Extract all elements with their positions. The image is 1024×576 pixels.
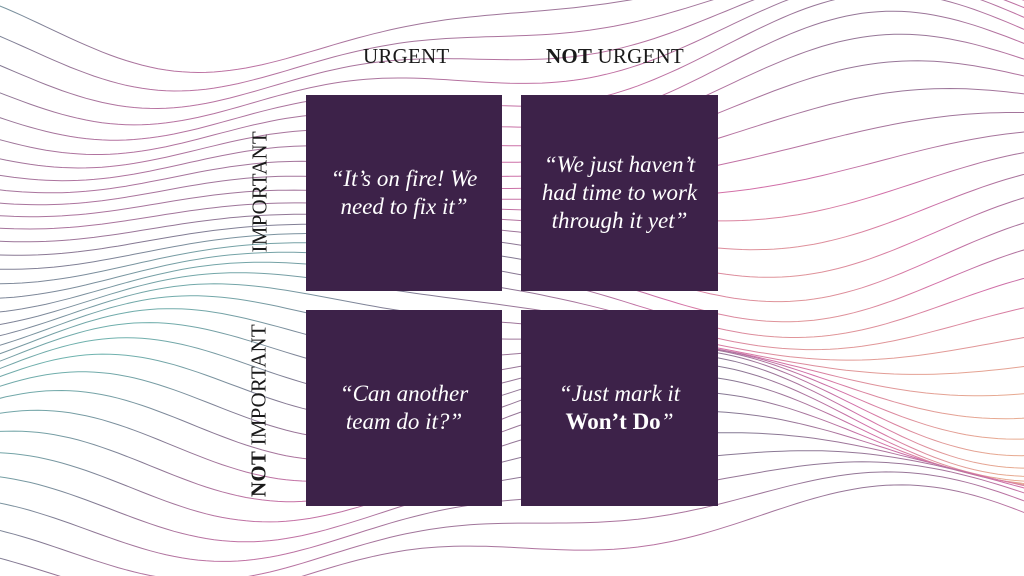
contour-line: [0, 272, 1024, 361]
contour-line: [0, 484, 1024, 576]
contour-line: [0, 0, 1024, 126]
contour-line: [0, 242, 1024, 323]
contour-line: [0, 450, 1024, 543]
contour-line: [0, 362, 1024, 477]
column-label-urgent-suffix: URGENT: [592, 44, 684, 68]
quote-lead: “Just mark it: [558, 380, 681, 406]
contour-line: [0, 322, 1024, 440]
quadrant-not-urgent-not-important: “Just mark it Won’t Do”: [521, 310, 718, 506]
contour-line: [0, 251, 1024, 338]
contour-line: [0, 112, 1024, 206]
contour-line: [0, 432, 1024, 523]
column-label-urgent: URGENT: [363, 44, 450, 68]
quote-wont-do: Won’t Do: [565, 409, 661, 434]
contour-line: [0, 410, 1024, 503]
contour-line: [0, 10, 1024, 155]
contour-line: [0, 308, 1024, 420]
quadrant-not-urgent-important: “We just haven’t had time to work throug…: [521, 95, 718, 291]
column-label-not-prefix: NOT: [546, 44, 593, 68]
quadrant-quote: “Just mark it Won’t Do”: [559, 380, 680, 436]
quadrant-quote: “We just haven’t had time to work throug…: [541, 151, 698, 234]
contour-line: [0, 337, 1024, 457]
quadrant-urgent-not-important: “Can another team do it?”: [306, 310, 502, 506]
contour-line: [0, 60, 1024, 182]
contour-line: [0, 222, 1024, 303]
contour-line: [0, 0, 1024, 141]
contour-line: [0, 391, 1024, 484]
contour-line: [0, 353, 1024, 469]
quadrant-quote: “It’s on fire! We need to fix it”: [330, 165, 478, 219]
contour-line: [0, 471, 1024, 576]
contour-line: [0, 131, 1024, 218]
quadrant-urgent-important: “It’s on fire! We need to fix it”: [306, 95, 502, 291]
contour-line: [0, 0, 1024, 110]
contour-line: [0, 33, 1024, 169]
contour-line: [0, 0, 1024, 92]
contour-line: [0, 461, 1024, 562]
contour-line: [0, 261, 1024, 351]
contour-line: [0, 374, 1024, 482]
contour-line: [0, 197, 1024, 278]
contour-line: [0, 87, 1024, 194]
row-label-not-important: NOT IMPORTANT: [247, 321, 272, 501]
row-label-not-prefix: NOT: [246, 450, 271, 497]
quote-close: ”: [660, 409, 674, 434]
contour-line: [0, 173, 1024, 251]
row-label-important-suffix: IMPORTANT: [246, 324, 271, 451]
contour-line: [0, 152, 1024, 230]
quadrant-quote: “Can another team do it?”: [339, 380, 469, 434]
contour-line: [0, 0, 633, 74]
contour-line: [0, 283, 1024, 375]
column-label-not-urgent: NOT URGENT: [546, 44, 684, 69]
row-label-important: IMPORTANT: [247, 131, 272, 253]
contour-line: [0, 295, 1024, 397]
